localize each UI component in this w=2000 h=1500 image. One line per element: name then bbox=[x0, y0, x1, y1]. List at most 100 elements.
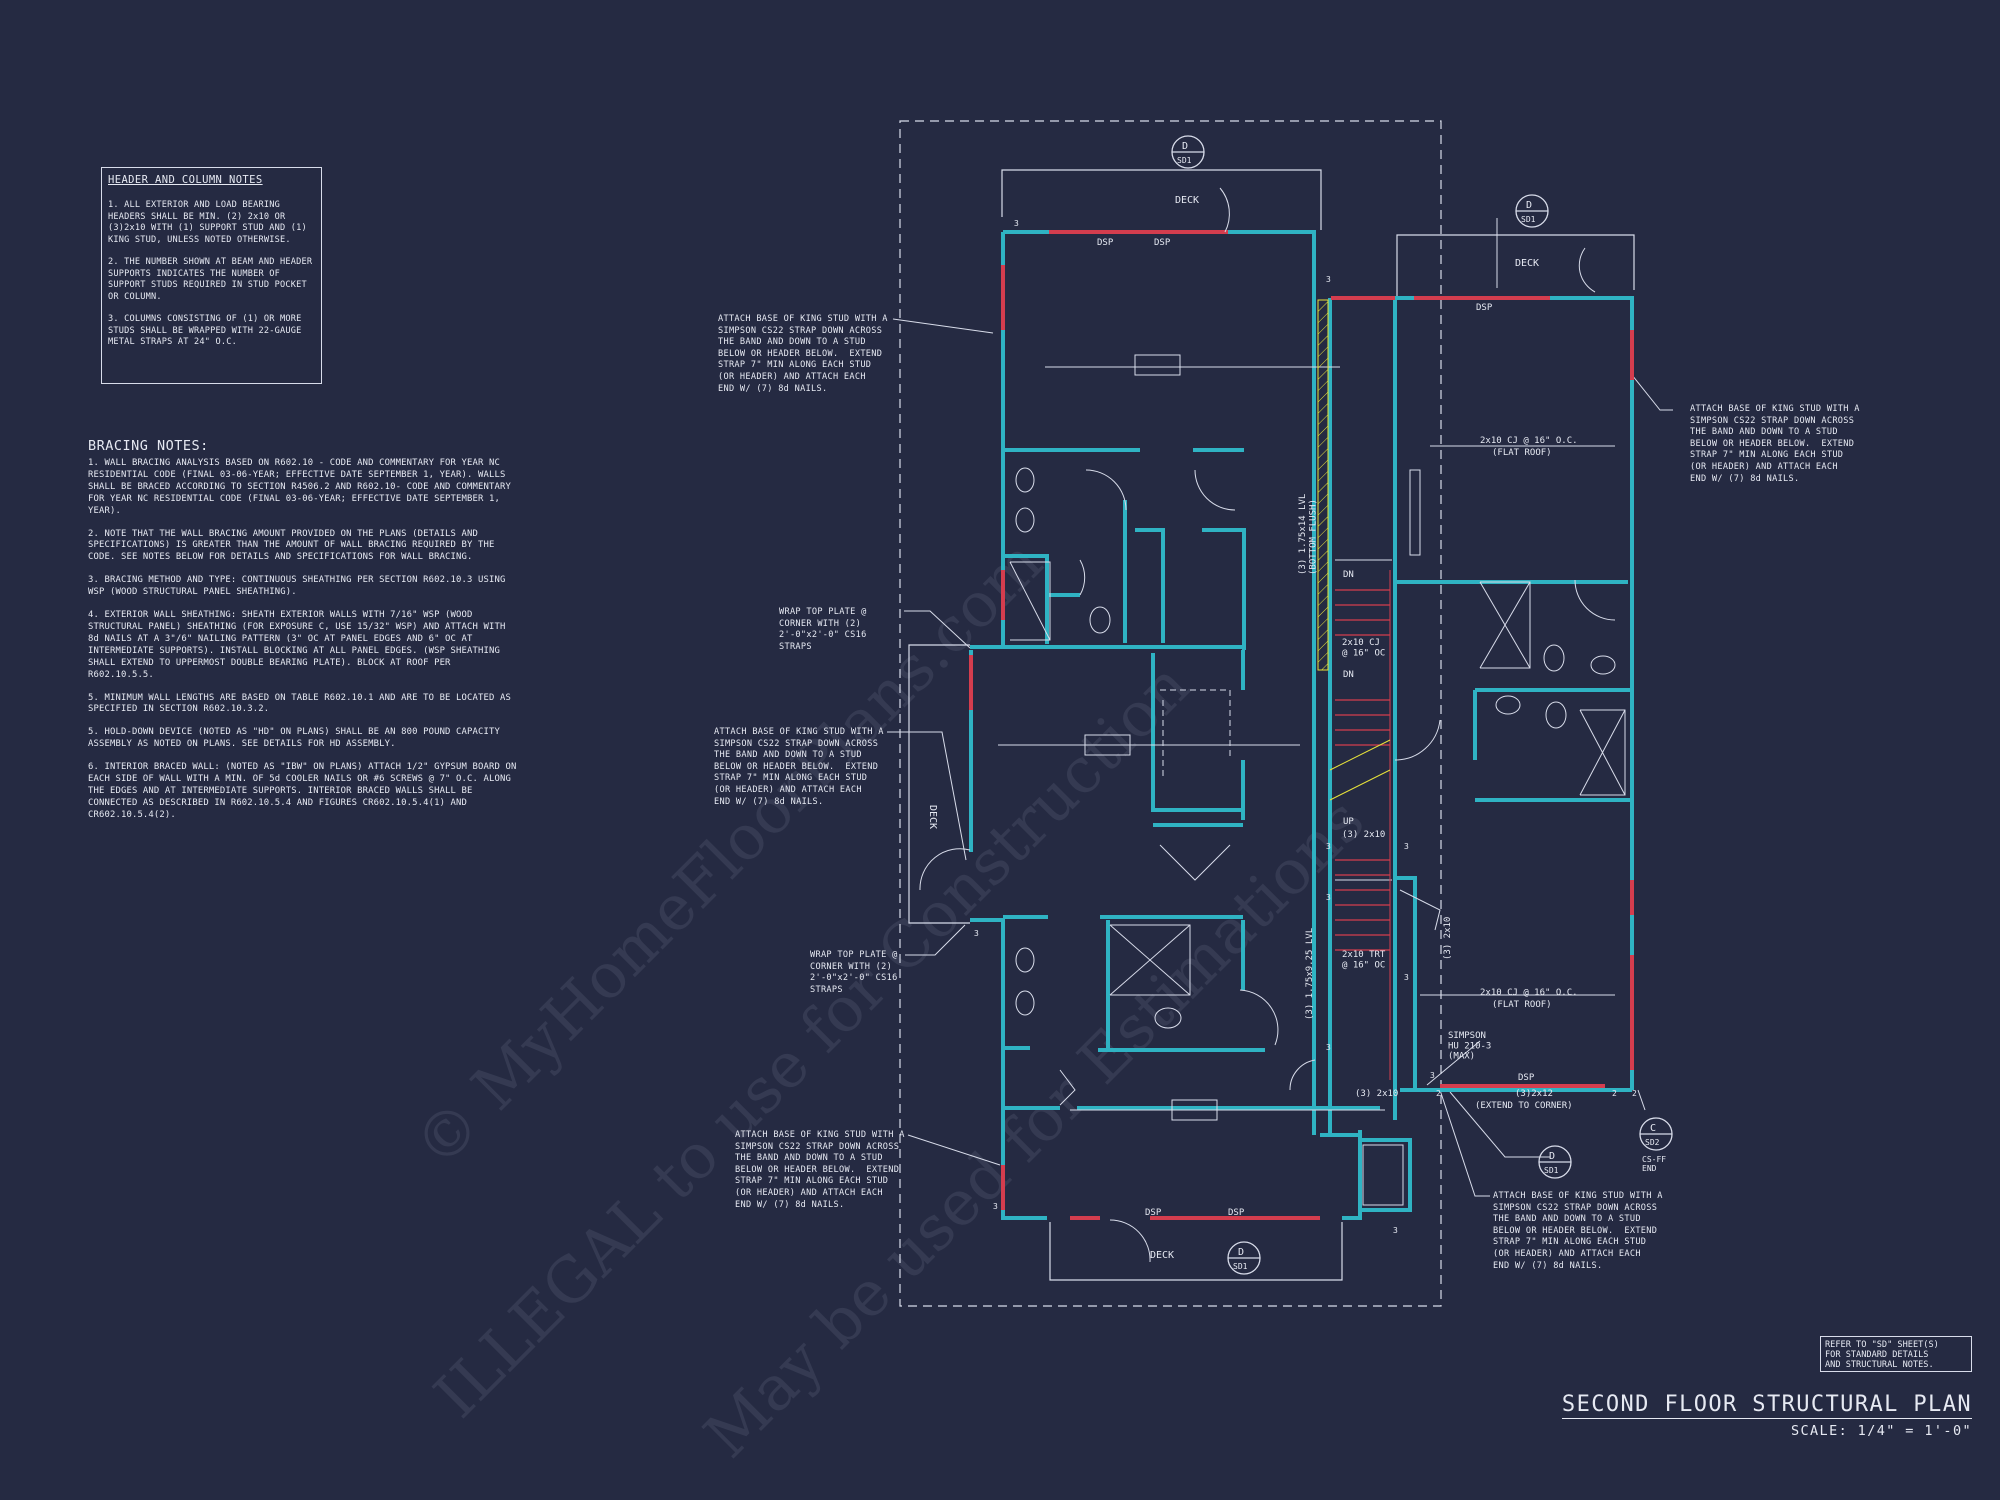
deck-outline-right bbox=[1396, 234, 1635, 298]
title-block: SECOND FLOOR STRUCTURAL PLAN SCALE: 1/4"… bbox=[1561, 1392, 1972, 1439]
detail-sheet: SD1 bbox=[1521, 215, 1536, 224]
door-bifold bbox=[1399, 889, 1441, 931]
door-swing bbox=[1289, 1059, 1316, 1091]
beam-tag bbox=[1362, 1144, 1404, 1206]
door-swing bbox=[1394, 719, 1441, 761]
leader-line bbox=[904, 610, 971, 649]
joist-label: 2x10 CJ @ 16" O.C. bbox=[1480, 988, 1578, 998]
bracing-note-item: 3. BRACING METHOD AND TYPE: CONTINUOUS S… bbox=[88, 575, 506, 598]
wall bbox=[1228, 230, 1316, 1135]
detail-letter: D bbox=[1182, 141, 1188, 152]
shower bbox=[1010, 561, 1051, 641]
sink bbox=[1015, 947, 1035, 973]
flat-roof-label: (FLAT ROOF) bbox=[1492, 1000, 1552, 1010]
lvl-hatch bbox=[1317, 299, 1329, 671]
deck-label: DECK bbox=[927, 805, 938, 829]
wall bbox=[1395, 876, 1417, 1090]
bracing-note-item: 6. INTERIOR BRACED WALL: (NOTED AS "IBW"… bbox=[88, 762, 517, 820]
door-bifold bbox=[1159, 844, 1231, 881]
door-swing bbox=[919, 848, 971, 891]
shower-drain bbox=[1479, 581, 1531, 669]
hidden-line bbox=[1160, 689, 1231, 760]
toilet bbox=[1089, 606, 1111, 634]
lvl-hatch bbox=[1317, 299, 1391, 801]
bracing-note-item: 5. MINIMUM WALL LENGTHS ARE BASED ON TAB… bbox=[88, 692, 511, 715]
stair-joist-label: 2x10 CJ@ 16" OC bbox=[1342, 638, 1385, 658]
detail-letter: D bbox=[1549, 1151, 1555, 1162]
dsp-label: DSP bbox=[1154, 238, 1171, 248]
header-note-item: 1. ALL EXTERIOR AND LOAD BEARING HEADERS… bbox=[108, 200, 307, 245]
leader-lines bbox=[887, 218, 1673, 1197]
sink bbox=[1590, 655, 1616, 675]
roof-outline bbox=[899, 120, 1442, 1307]
shower bbox=[1580, 709, 1626, 796]
leader-line bbox=[1426, 1040, 1481, 1086]
stud-count: 3 bbox=[1326, 893, 1331, 902]
beam-tag bbox=[1134, 354, 1181, 376]
callout-king-stud-strap-upper-left: ATTACH BASE OF KING STUD WITH A SIMPSON … bbox=[718, 314, 888, 394]
refer-note: REFER TO "SD" SHEET(S) FOR STANDARD DETA… bbox=[1820, 1336, 1972, 1372]
callout-king-stud-strap-lower-left: ATTACH BASE OF KING STUD WITH A SIMPSON … bbox=[735, 1130, 905, 1210]
deck-label: DECK bbox=[1175, 195, 1199, 206]
header-notes-title: HEADER AND COLUMN NOTES bbox=[108, 174, 263, 186]
stud-count: 2 bbox=[1632, 1089, 1637, 1098]
door-swing bbox=[1194, 469, 1236, 511]
detail-sheet: SD1 bbox=[1177, 156, 1192, 165]
dsp-label: DSP bbox=[1097, 238, 1114, 248]
leader-line bbox=[905, 924, 966, 956]
header-label: (3) 2x10 bbox=[1342, 830, 1385, 840]
bracing-note-item: 2. NOTE THAT THE WALL BRACING AMOUNT PRO… bbox=[88, 528, 495, 563]
header-label: (3) 2x10 bbox=[1355, 1089, 1398, 1099]
deck-label: DECK bbox=[1515, 258, 1539, 269]
door-swing bbox=[1085, 469, 1127, 511]
detail-sheet: SD1 bbox=[1233, 1262, 1248, 1271]
sink bbox=[1495, 695, 1521, 715]
stud-count: 3 bbox=[1326, 1043, 1331, 1052]
leader-line bbox=[907, 1134, 1001, 1166]
door-swing bbox=[1079, 559, 1086, 596]
bracing-notes-title: BRACING NOTES: bbox=[88, 438, 209, 454]
deck-outline-left bbox=[908, 644, 970, 924]
extend-label: (EXTEND TO CORNER) bbox=[1475, 1101, 1573, 1111]
deck-label: DECK bbox=[1150, 1250, 1174, 1261]
deck-outline-bottom bbox=[1049, 1222, 1343, 1281]
sink bbox=[1015, 990, 1035, 1016]
stair-up: UP bbox=[1343, 817, 1354, 827]
door-swing bbox=[1578, 247, 1596, 293]
leader-line bbox=[892, 318, 994, 334]
header-label: (3) 2x10 bbox=[1443, 917, 1453, 960]
plan-title: SECOND FLOOR STRUCTURAL PLAN bbox=[1561, 1392, 1972, 1419]
walls bbox=[969, 230, 1634, 1220]
leader-line bbox=[1637, 1089, 1646, 1111]
interior-lines bbox=[919, 187, 1626, 1263]
stud-count: 2 bbox=[1612, 1089, 1617, 1098]
plan-scale: SCALE: 1/4" = 1'-0" bbox=[1790, 1423, 1972, 1439]
dsp-label: DSP bbox=[1145, 1208, 1162, 1218]
stair-dn: DN bbox=[1343, 670, 1354, 680]
toilet bbox=[1543, 644, 1565, 672]
hatch-break bbox=[1329, 769, 1391, 801]
callout-wrap-top-plate-lower: WRAP TOP PLATE @ CORNER WITH (2) 2'-0"x2… bbox=[810, 950, 898, 995]
stud-count: 3 bbox=[993, 1202, 998, 1211]
callout-wrap-top-plate-upper: WRAP TOP PLATE @ CORNER WITH (2) 2'-0"x2… bbox=[779, 607, 867, 652]
detail-sheet: SD1 bbox=[1544, 1166, 1559, 1175]
toilet bbox=[1154, 1007, 1182, 1029]
dsp-label: DSP bbox=[1476, 303, 1493, 313]
bracing-note-item: 1. WALL BRACING ANALYSIS BASED ON R602.1… bbox=[88, 458, 511, 516]
dsp-label: DSP bbox=[1518, 1073, 1535, 1083]
door-swing bbox=[1574, 579, 1616, 621]
header-column-notes: HEADER AND COLUMN NOTES 1. ALL EXTERIOR … bbox=[101, 167, 322, 384]
bracing-note-item: 4. EXTERIOR WALL SHEATHING: SHEATH EXTER… bbox=[88, 610, 506, 680]
stud-count: 3 bbox=[1014, 219, 1019, 228]
shower-drain bbox=[1579, 709, 1626, 796]
wall bbox=[1358, 1138, 1412, 1212]
sink bbox=[1015, 467, 1035, 493]
shower bbox=[1480, 581, 1531, 669]
leader-line bbox=[887, 731, 967, 861]
lvl-label: (3) 1.75x14 LVL(BOTTOM FLUSH) bbox=[1298, 494, 1318, 575]
bracing-note-item: 5. HOLD-DOWN DEVICE (NOTED AS "HD" ON PL… bbox=[88, 727, 500, 750]
stairs bbox=[1335, 589, 1390, 951]
